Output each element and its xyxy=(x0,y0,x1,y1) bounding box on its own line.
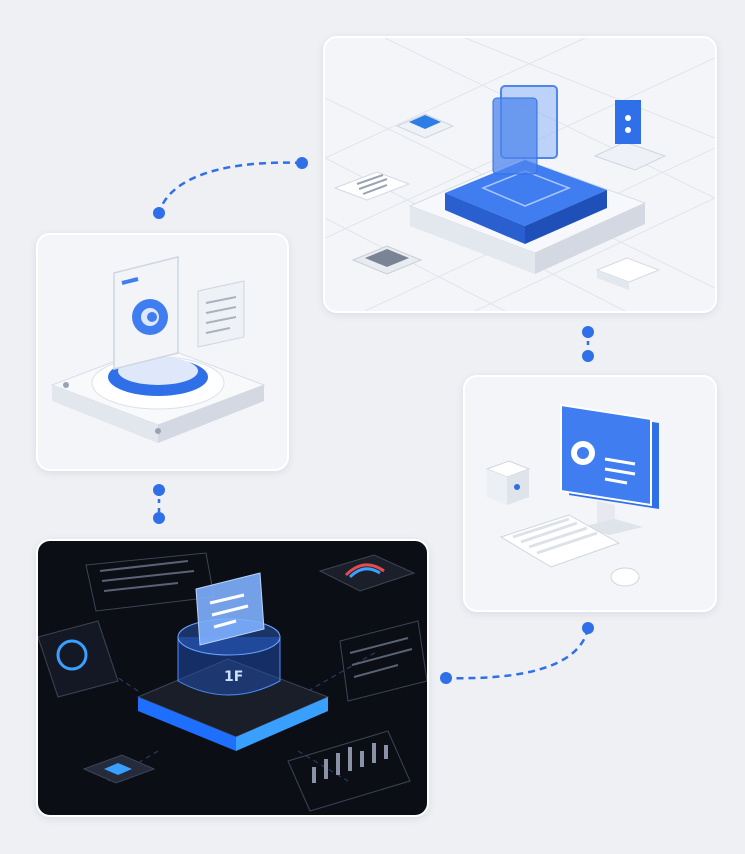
mouse-icon xyxy=(610,567,640,587)
hub-cylinder xyxy=(177,637,281,696)
document-icon xyxy=(197,280,245,348)
list-card-icon xyxy=(339,620,427,702)
monitor-icon xyxy=(560,403,659,535)
block-icon xyxy=(595,257,661,290)
document-scan-panel xyxy=(36,233,289,471)
hub-glyph: 1F xyxy=(224,669,243,685)
floating-document-icon xyxy=(195,572,265,646)
connector-node xyxy=(153,484,165,496)
tablet-icon xyxy=(113,256,179,370)
server-core xyxy=(445,160,607,226)
connector-node xyxy=(153,512,165,524)
server-platform-illustration xyxy=(325,38,715,311)
connector-node xyxy=(440,672,452,684)
data-hub-illustration: 1F xyxy=(38,552,427,812)
connector-node xyxy=(582,326,594,338)
chip-icon xyxy=(395,113,455,139)
text-block-icon xyxy=(85,552,215,612)
server-panel xyxy=(323,36,717,313)
desktop-workstation-illustration xyxy=(485,403,659,587)
workstation-panel xyxy=(463,375,717,612)
connector-node xyxy=(582,622,594,634)
bar-stack-icon xyxy=(287,730,411,812)
hub-glow xyxy=(138,697,236,751)
keyboard-icon xyxy=(499,514,621,568)
tower-icon xyxy=(593,100,667,171)
connector-node xyxy=(153,207,165,219)
connector-node xyxy=(296,157,308,169)
data-hub-panel: 1F xyxy=(36,539,429,817)
document-card-icon xyxy=(333,171,411,201)
arrow-chip-icon xyxy=(82,754,156,784)
document-scan-illustration xyxy=(50,256,266,443)
keypad-icon xyxy=(351,245,423,275)
gauge-icon xyxy=(318,554,416,592)
connector-workstation-to-hub xyxy=(445,627,590,680)
connector-node xyxy=(582,350,594,362)
connector-server-to-document xyxy=(157,161,303,214)
speaker-cube-icon xyxy=(485,460,531,505)
ring-icon xyxy=(38,620,119,698)
